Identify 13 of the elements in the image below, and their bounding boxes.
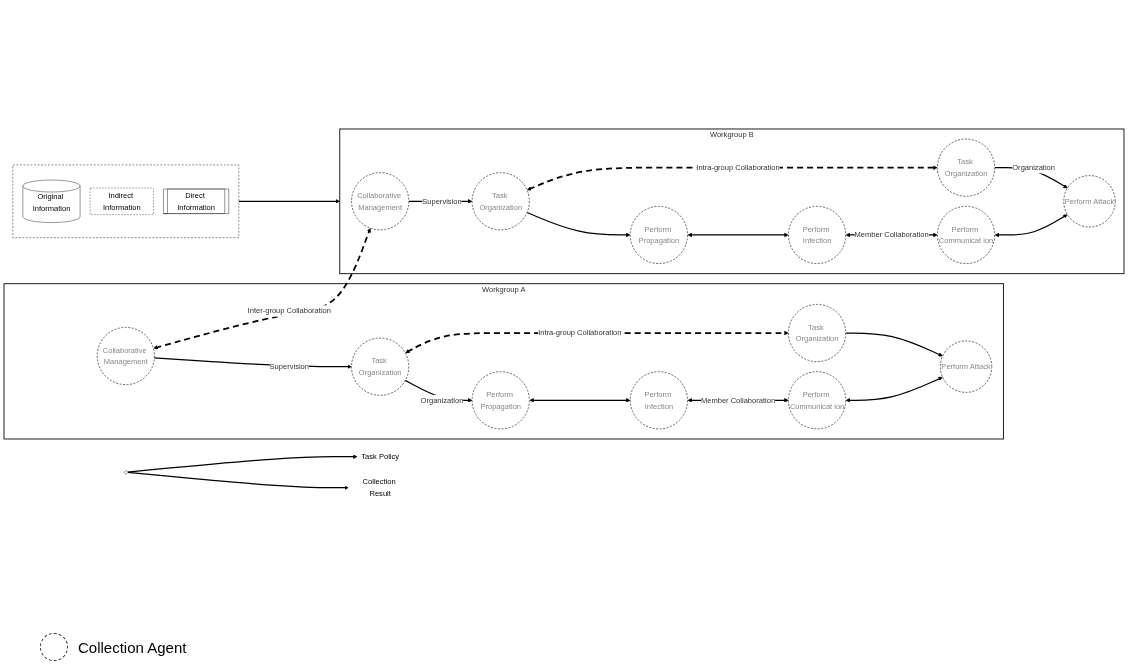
legend-label: Collection Agent xyxy=(78,638,187,656)
arrow xyxy=(238,199,340,204)
arrow xyxy=(526,211,631,238)
cluster xyxy=(12,164,240,238)
arrow xyxy=(845,332,943,357)
arrow xyxy=(687,232,789,238)
arrow xyxy=(153,227,371,350)
arrow xyxy=(845,376,943,403)
arrow xyxy=(994,214,1068,238)
node-diamond xyxy=(123,469,129,475)
arrow xyxy=(529,398,631,403)
arrow xyxy=(127,471,349,490)
arrow xyxy=(127,454,358,473)
